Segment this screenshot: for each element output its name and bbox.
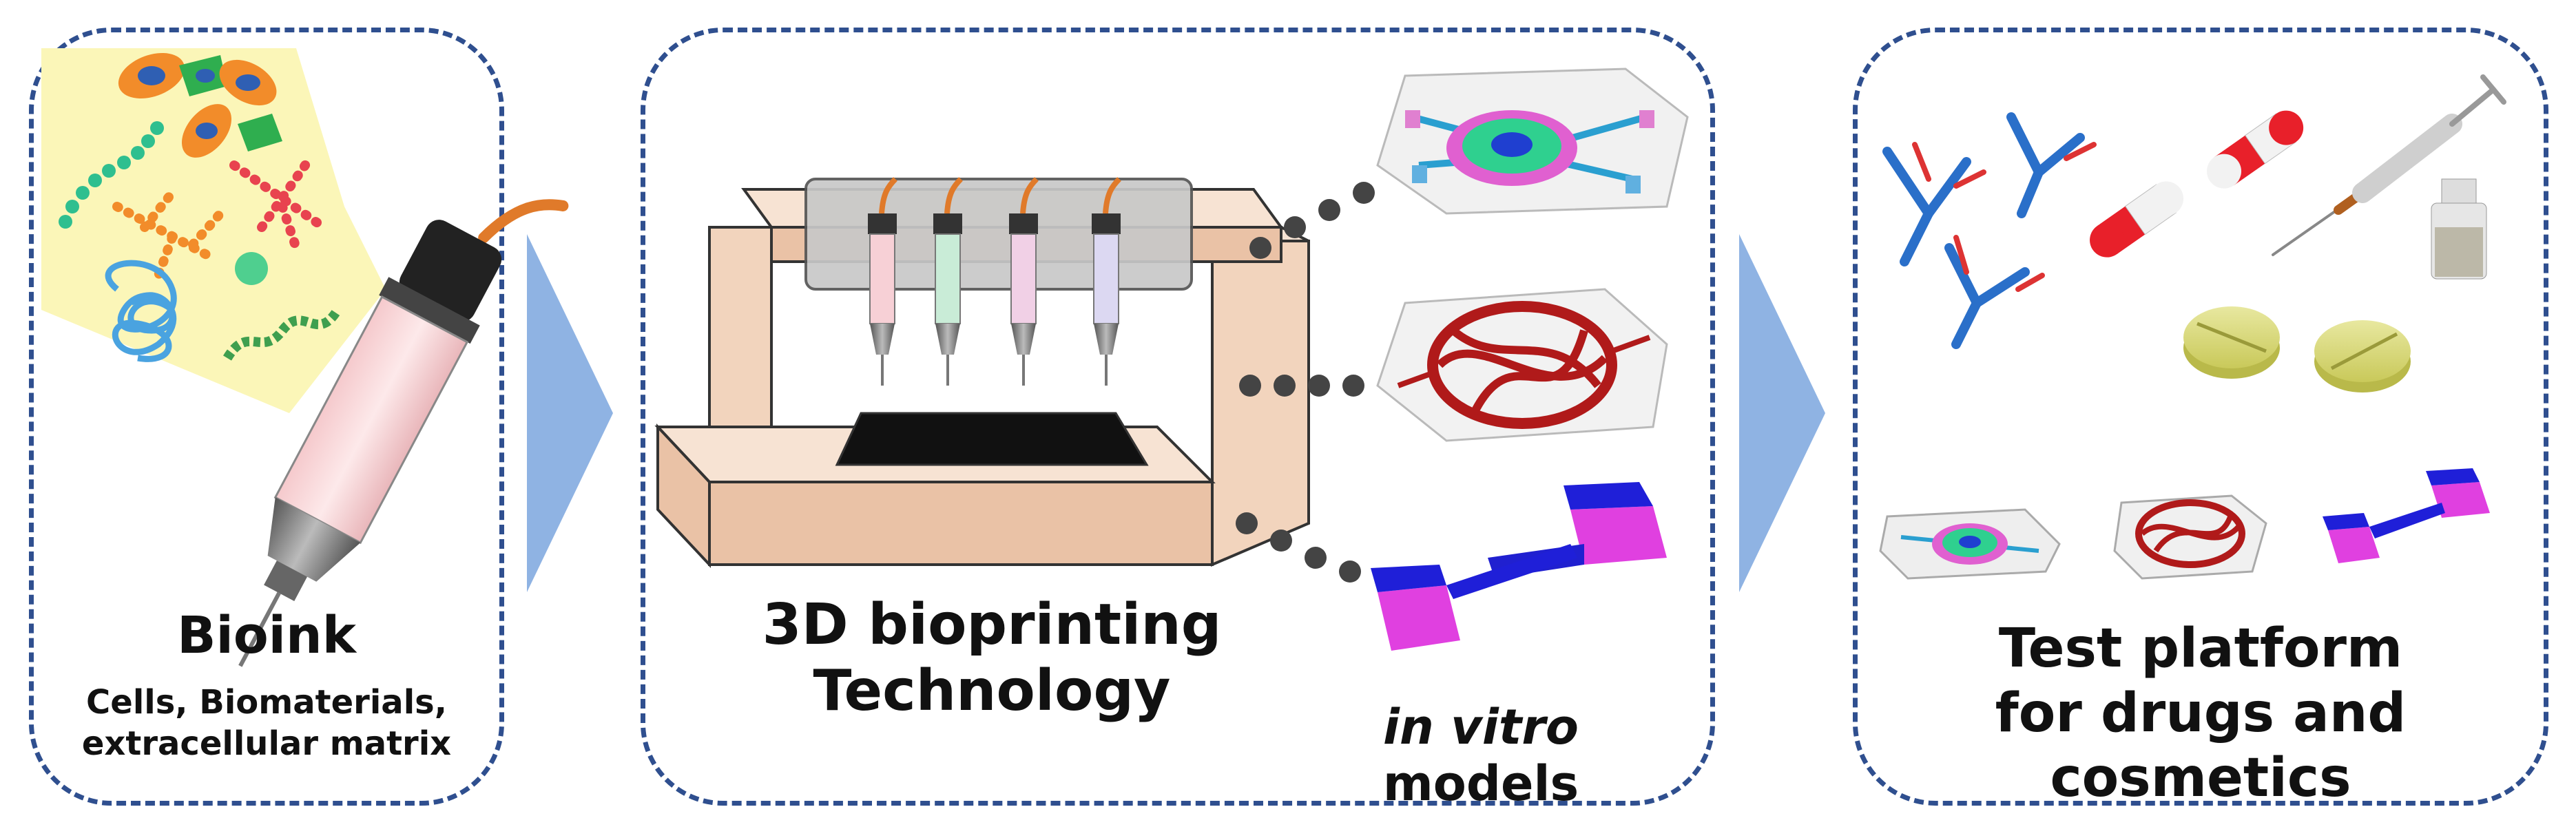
antibody-icon (1882, 142, 1986, 266)
tablet-icon (2314, 320, 2411, 392)
vial-icon (2431, 178, 2487, 280)
capsule-icon (2207, 110, 2304, 189)
flow-arrow-2 (1739, 234, 1825, 592)
test-platform-title: Test platform for drugs and cosmetics (1853, 616, 2548, 810)
bioink-title: Bioink (177, 606, 356, 665)
printer-syringes-icon (868, 177, 1121, 386)
in-vitro-models-label: in vitro models (1281, 699, 1681, 812)
microsphere-icon (235, 252, 268, 285)
flow-arrow-1 (527, 234, 613, 592)
bioink-subtitle-line1: Cells, Biomaterials, (86, 683, 447, 722)
ingredient-highlight (41, 48, 386, 413)
bioink-subtitle: Cells, Biomaterials, extracellular matri… (29, 682, 504, 764)
helix-icon (223, 307, 342, 361)
antibody-icon (2006, 112, 2097, 218)
cells-icon (118, 53, 282, 158)
bioprinting-title-line2: Technology (813, 658, 1171, 724)
bioprinting-title: 3D bioprinting Technology (730, 592, 1254, 724)
vascular-network-model-icon (1376, 288, 1668, 442)
bioink-subtitle-line2: extracellular matrix (81, 724, 452, 763)
models-word: models (1382, 755, 1579, 812)
bioprinting-title-line1: 3D bioprinting (762, 592, 1222, 658)
dumbbell-model-icon (1371, 482, 1667, 651)
small-dumbbell-chip-icon (2323, 468, 2490, 563)
tablet-icon (2183, 306, 2280, 379)
antibody-icon (1944, 235, 2045, 349)
protein-tangle-icon (105, 260, 177, 362)
small-ring-chip-icon (1879, 508, 2061, 580)
in-vitro-italic: in vitro (1383, 699, 1579, 755)
test-platform-illustration (1879, 74, 2506, 580)
bioink-illustration (41, 48, 569, 667)
crosslinked-polymer-icon (229, 154, 329, 253)
test-platform-panel (1853, 28, 2548, 806)
print-bed (835, 412, 1149, 466)
test-platform-title-line2: for drugs and cosmetics (1995, 682, 2407, 809)
ring-chip-model-icon (1376, 67, 1689, 215)
bioprinter-illustration (654, 177, 1375, 583)
injection-syringe-icon (2272, 74, 2506, 256)
capsule-icon (2090, 181, 2184, 258)
test-platform-title-line1: Test platform (1998, 618, 2403, 680)
connector-dots (1236, 182, 1375, 583)
bioink-syringe-icon (238, 199, 569, 667)
small-vascular-chip-icon (2113, 494, 2267, 580)
print-head-panel (804, 178, 1193, 291)
biomaterial-chain-icon (59, 121, 164, 229)
